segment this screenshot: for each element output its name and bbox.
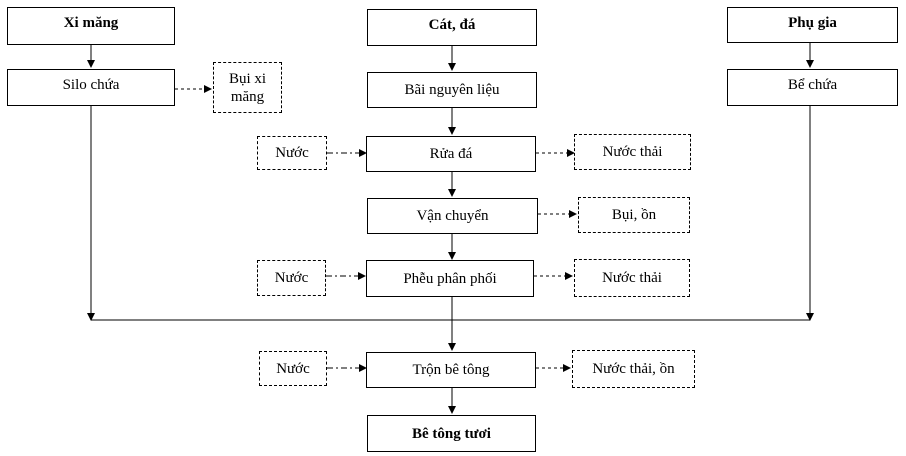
node-bai-nguyen-lieu: Bãi nguyên liệu bbox=[367, 72, 537, 108]
node-xi-mang: Xi măng bbox=[7, 7, 175, 45]
node-nuoc-1: Nước bbox=[257, 136, 327, 170]
node-nuoc-thai-on: Nước thải, ồn bbox=[572, 350, 695, 388]
node-tron-be-tong: Trộn bê tông bbox=[366, 352, 536, 388]
node-pheu-phan-phoi: Phễu phân phối bbox=[366, 260, 534, 297]
node-be-tong-tuoi: Bê tông tươi bbox=[367, 415, 536, 452]
node-nuoc-3: Nước bbox=[259, 351, 327, 386]
node-be-chua: Bể chứa bbox=[727, 69, 898, 106]
node-bui-on: Bụi, ồn bbox=[578, 197, 690, 233]
node-van-chuyen: Vận chuyển bbox=[367, 198, 538, 234]
node-phu-gia: Phụ gia bbox=[727, 7, 898, 43]
node-cat-da: Cát, đá bbox=[367, 9, 537, 46]
node-nuoc-thai-2: Nước thải bbox=[574, 259, 690, 297]
node-rua-da: Rửa đá bbox=[366, 136, 536, 172]
node-silo-chua: Silo chứa bbox=[7, 69, 175, 106]
node-nuoc-thai-1: Nước thải bbox=[574, 134, 691, 170]
node-nuoc-2: Nước bbox=[257, 260, 326, 296]
node-bui-xi-mang: Bụi xi măng bbox=[213, 62, 282, 113]
